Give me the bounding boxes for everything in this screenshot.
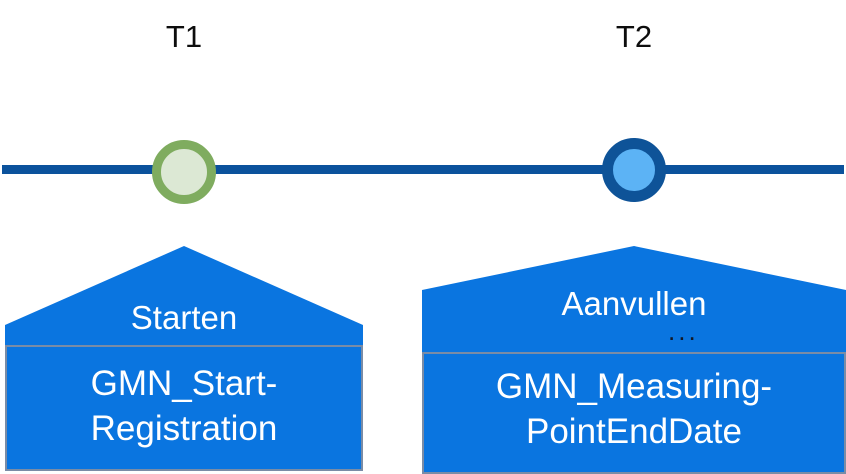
callout-start-message-label: GMN_Start-Registration bbox=[90, 364, 278, 448]
period-label-t2: T2 bbox=[615, 19, 653, 54]
timeline-marker-t2[interactable] bbox=[602, 138, 666, 202]
callout-start-action-label: Starten bbox=[130, 299, 238, 336]
callout-fill[interactable]: Aanvullen ... GMN_Measuring-PointEndDate bbox=[420, 246, 846, 474]
callout-fill-ellipsis: ... bbox=[668, 316, 699, 346]
callout-fill-body[interactable]: GMN_Measuring-PointEndDate bbox=[422, 352, 846, 474]
callout-fill-action-label: Aanvullen bbox=[561, 285, 707, 322]
callout-start[interactable]: Starten GMN_Start-Registration bbox=[0, 246, 370, 474]
timeline-marker-t1[interactable] bbox=[152, 140, 216, 204]
callout-start-body[interactable]: GMN_Start-Registration bbox=[5, 345, 363, 471]
callout-fill-message-label: GMN_Measuring-PointEndDate bbox=[495, 367, 773, 451]
timeline-axis bbox=[2, 165, 844, 174]
period-label-t1: T1 bbox=[165, 19, 203, 54]
